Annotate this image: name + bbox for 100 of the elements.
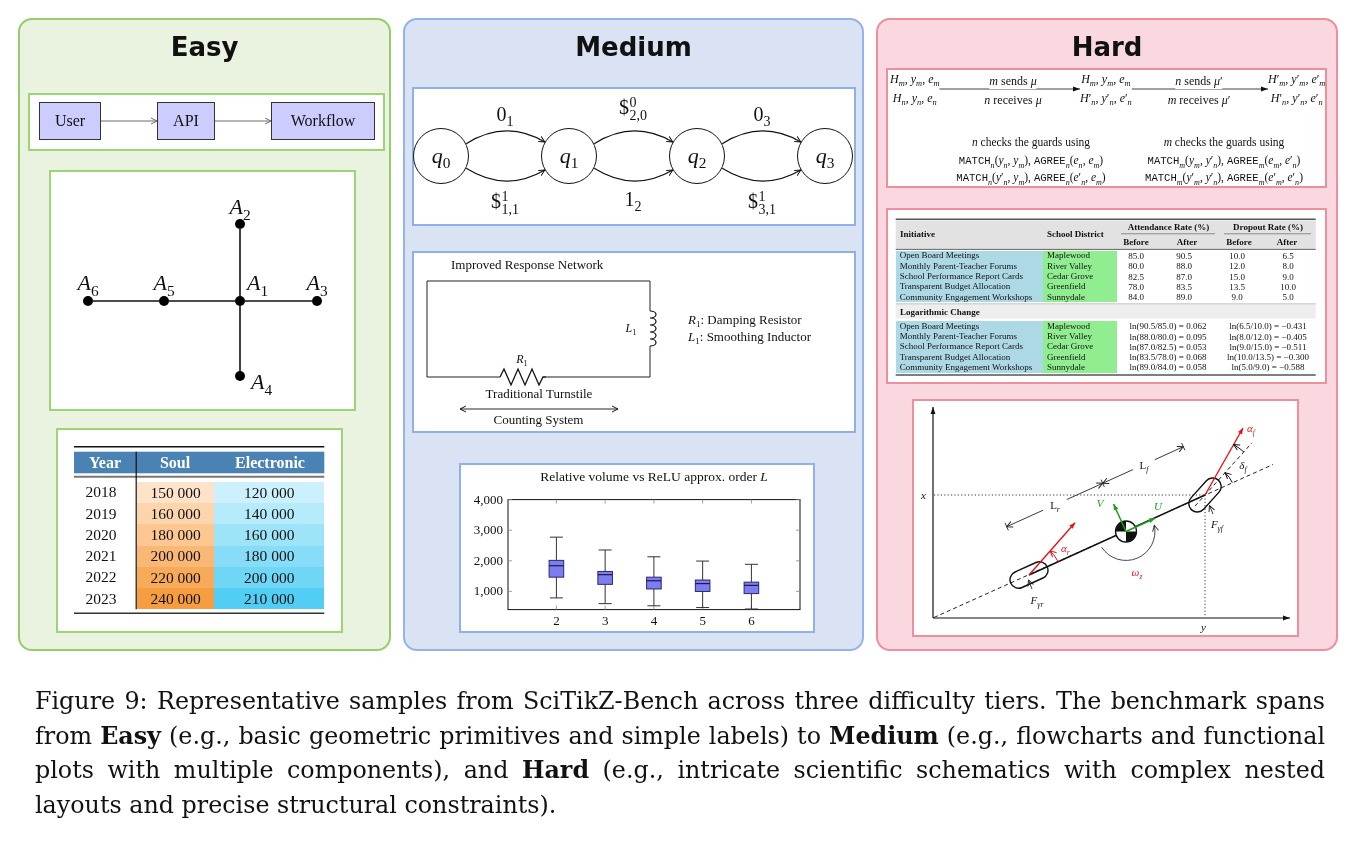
chart-title: Relative volume vs ReLU approx. order L xyxy=(540,468,768,485)
state-circle: q$_{1}$ xyxy=(541,128,597,184)
arrow xyxy=(593,167,674,182)
tick-label: 3,000 xyxy=(473,522,503,538)
table-cell: 120 000 xyxy=(214,481,325,503)
state-label: H′$_{m}$, y′$_{m}$, e′$_{m}$ H′$_{n}$, y′$_{n}$, e′$_{n}$ xyxy=(1268,70,1326,108)
table-cell: Community Engagement Workshops xyxy=(895,292,1043,303)
table-value: 80.0 xyxy=(1128,261,1144,272)
tick-label: 2 xyxy=(553,613,560,629)
angle-label: α$_{r}$ xyxy=(1061,541,1070,555)
table-value: 87.0 xyxy=(1176,271,1192,282)
table-cell: River Valley xyxy=(1043,261,1117,272)
message-label: m receives μ′ xyxy=(1167,94,1231,108)
table-value: ln(8.0/12.0) = −0.405 xyxy=(1229,331,1307,342)
circuit-title: Improved Response Network xyxy=(451,257,604,272)
tick-label: 1,000 xyxy=(473,583,503,599)
table-value: 78.0 xyxy=(1128,281,1144,293)
table-cell: 140 000 xyxy=(214,502,325,525)
state-label: H$_{m}$, y$_{m}$, e$_{m}$ H′$_{n}$, y′$_{n}$, e′$_{n}$ xyxy=(1080,70,1132,108)
column-header: Initiative xyxy=(900,228,935,240)
table-value: 84.0 xyxy=(1128,292,1144,303)
table-cell: Monthly Parent-Teacher Forums xyxy=(895,261,1043,272)
table-value: 85.0 xyxy=(1128,250,1144,262)
table-value: 10.0 xyxy=(1229,250,1245,262)
column-header: Year xyxy=(89,453,121,472)
table-cell: 220 000 xyxy=(137,566,215,589)
angle-label: δ$_{f}$ xyxy=(1239,458,1247,472)
component-label: L$_{1}$ xyxy=(625,321,637,336)
table-value: 8.0 xyxy=(1282,261,1294,272)
angle-label: α$_{f}$ xyxy=(1247,421,1255,435)
state-label: H$_{m}$, y$_{m}$, e$_{m}$ H$_{n}$, y$_{n}$, e$_{n}$ xyxy=(890,70,940,108)
year-label: 2021 xyxy=(85,547,117,565)
guard-text: MATCH$_{n}$(y$_{n}$, y$_{m}$), AGREE$_{n}$(e$_{n}$, e$_{m}$) xyxy=(958,154,1104,168)
point-label: A$_{1}$ xyxy=(247,270,269,296)
table-value: 12.0 xyxy=(1229,261,1245,272)
table-cell: 180 000 xyxy=(214,545,325,567)
figure-card xyxy=(912,399,1299,637)
tick-label: 2,000 xyxy=(473,553,503,569)
table-cell: Open Board Meetings xyxy=(895,250,1043,261)
table-value: 9.0 xyxy=(1282,271,1294,282)
year-label: 2018 xyxy=(85,483,117,502)
section-header: Logarithmic Change xyxy=(900,306,980,317)
table-cell: 150 000 xyxy=(137,481,215,503)
dimension-label: L$_{f}$ xyxy=(1139,458,1149,472)
table-value: ln(10.0/13.5) = −0.300 xyxy=(1227,352,1309,363)
table-cell: Monthly Parent-Teacher Forums xyxy=(895,331,1043,342)
arrow xyxy=(465,130,546,145)
point-label: A$_{4}$ xyxy=(251,369,273,395)
table-value: 82.5 xyxy=(1128,271,1144,282)
point-marker xyxy=(235,371,245,381)
figure-card xyxy=(412,87,856,226)
figure-card xyxy=(459,463,815,633)
dimension-label: L$_{r}$ xyxy=(1050,498,1060,512)
table-cell: Sunnydale xyxy=(1043,292,1117,303)
table-value: ln(9.0/15.0) = −0.511 xyxy=(1229,341,1307,352)
velocity-label: V xyxy=(1096,496,1104,510)
angle-label: ω$_{z}$ xyxy=(1131,565,1143,579)
table-cell: 210 000 xyxy=(214,588,325,610)
figure-card xyxy=(49,170,356,411)
table-value: ln(87.0/82.5) = 0.053 xyxy=(1129,341,1207,352)
figure-card xyxy=(412,251,856,433)
state-circle: q$_{0}$ xyxy=(413,128,469,184)
point-label: A$_{5}$ xyxy=(153,270,175,296)
table-cell: 160 000 xyxy=(214,524,325,546)
state-circle: q$_{3}$ xyxy=(797,128,853,184)
connector-line xyxy=(239,228,241,297)
panel-heading: Medium xyxy=(575,32,692,62)
table-value: ln(6.5/10.0) = −0.431 xyxy=(1229,321,1307,332)
connector-line xyxy=(244,300,313,302)
component-label: R$_{1}$ xyxy=(516,352,528,367)
point-marker xyxy=(83,296,93,306)
tick-label: 4 xyxy=(650,613,658,629)
circuit-caption: Traditional Turnstile xyxy=(485,386,593,402)
year-label: 2019 xyxy=(85,504,117,523)
component-note: R$_{1}$: Damping Resistor xyxy=(688,312,802,328)
process-box: User xyxy=(39,102,101,140)
table-cell: Greenfield xyxy=(1043,281,1117,292)
table-cell: Maplewood xyxy=(1043,321,1117,332)
table-cell: 200 000 xyxy=(137,545,215,567)
arrow xyxy=(721,167,802,182)
edge-label: n sends μ′ xyxy=(1175,75,1223,89)
table-cell: River Valley xyxy=(1043,331,1117,342)
guard-text: n checks the guards using xyxy=(971,136,1091,150)
table-cell: 160 000 xyxy=(137,502,215,525)
table-value: ln(90.5/85.0) = 0.062 xyxy=(1129,321,1207,332)
table-value: ln(88.0/80.0) = 0.095 xyxy=(1129,331,1207,342)
process-box: Workflow xyxy=(271,102,375,140)
column-header: After xyxy=(1176,236,1198,247)
tier-panel xyxy=(403,18,864,651)
point-label: A$_{3}$ xyxy=(306,270,328,296)
table-value: 9.0 xyxy=(1231,292,1243,303)
panel-heading: Easy xyxy=(170,32,239,62)
column-header: Before xyxy=(1123,236,1149,247)
arrow xyxy=(593,130,674,145)
arrow xyxy=(721,130,802,145)
guard-text: m checks the guards using xyxy=(1163,136,1285,150)
message-label: n receives μ xyxy=(984,94,1042,108)
figure-card xyxy=(886,68,1327,188)
velocity-label: U xyxy=(1154,499,1162,513)
arrow xyxy=(465,167,546,182)
